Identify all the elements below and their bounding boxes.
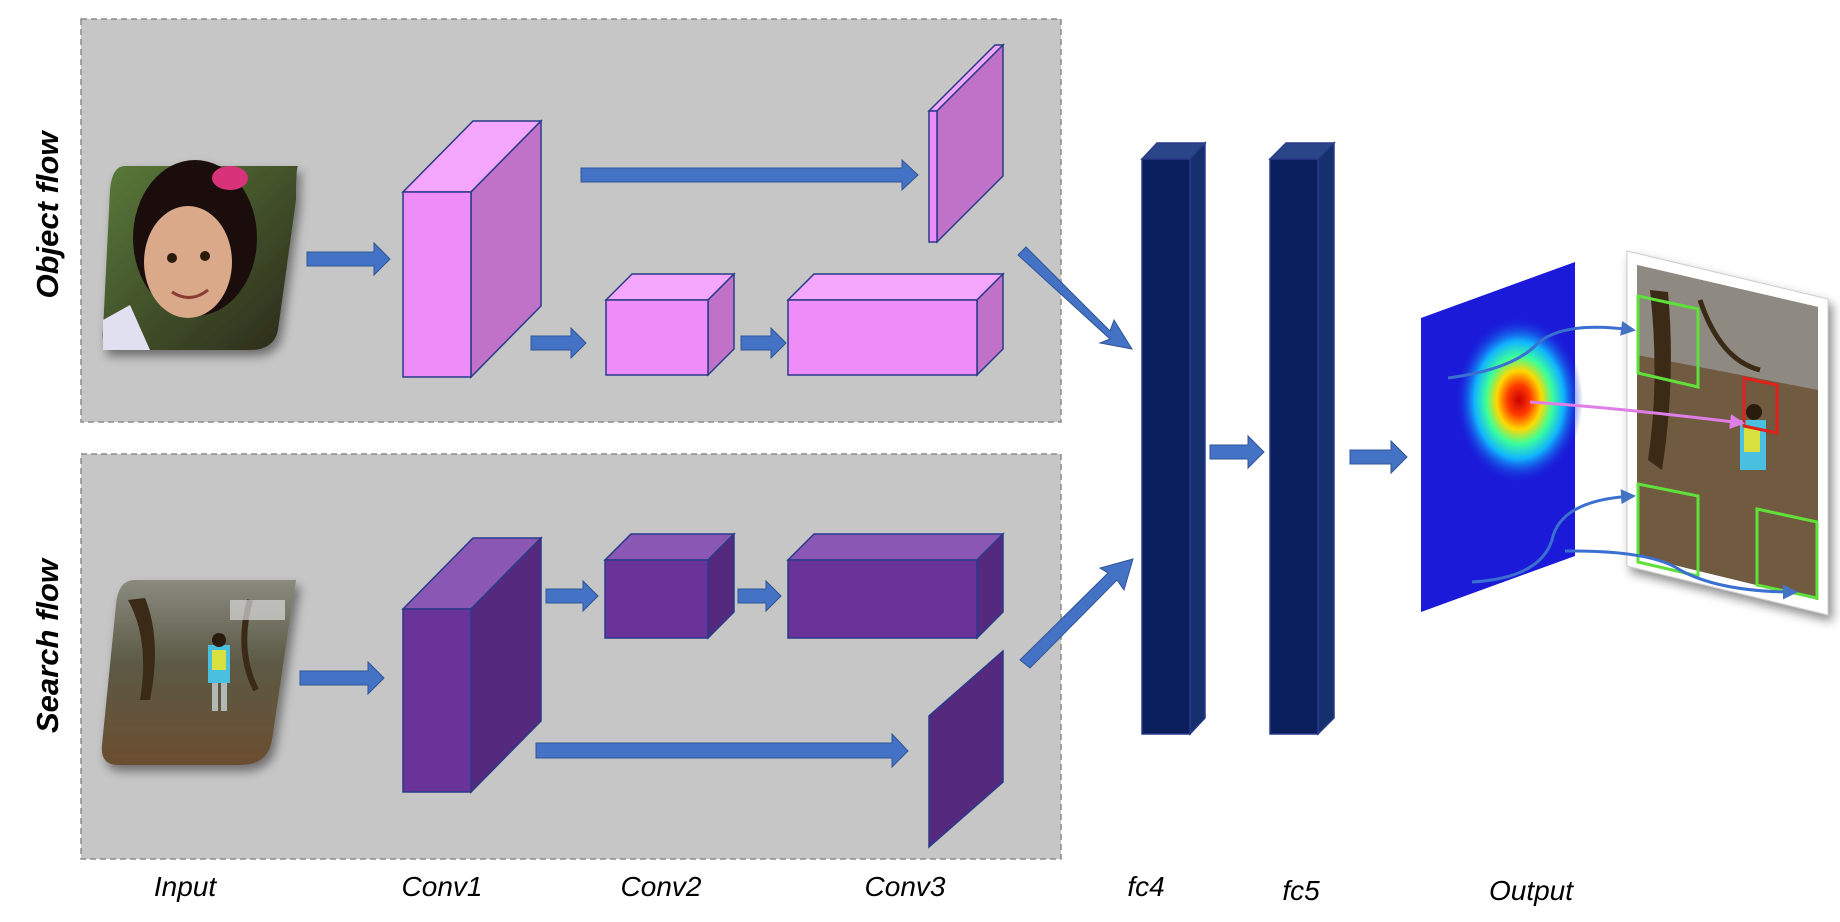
curve-arrow-bottom-left: [1471, 489, 1636, 584]
flow-arrows: [299, 158, 1408, 769]
object-skip-feature-block: [927, 43, 1005, 244]
search-conv1-block: [401, 536, 543, 794]
curve-arrow-bottom-right: [1564, 549, 1798, 600]
arrow-fc4-fc5: [1209, 434, 1265, 470]
search-skip-feature-block: [928, 649, 1004, 849]
arrow-search-fc4: [1019, 558, 1134, 669]
arrow-search-input: [299, 660, 385, 696]
arrow-search-conv1-conv2: [545, 579, 599, 613]
label-conv3: Conv3: [865, 871, 946, 902]
arrow-search-conv2-conv3: [737, 579, 782, 613]
arrow-object-fc4: [1017, 246, 1134, 350]
mapping-arrows: [1447, 320, 1798, 600]
curve-arrow-top: [1447, 320, 1636, 380]
candidate-box-bottom-left: [1636, 482, 1700, 578]
target-box: [1742, 376, 1779, 435]
arrow-fc5-output: [1349, 439, 1408, 475]
label-conv2: Conv2: [621, 871, 702, 902]
fc5-block: [1268, 141, 1336, 736]
arrow-search-skip: [535, 732, 909, 769]
label-conv1: Conv1: [402, 871, 483, 902]
candidate-box-top-left: [1636, 294, 1700, 389]
fc4-block: [1140, 141, 1207, 736]
search-input-image: [101, 580, 296, 765]
output-frame: [1626, 250, 1829, 616]
object-flow-label: Object flow: [30, 130, 65, 299]
object-input-image: [102, 160, 298, 350]
label-input: Input: [154, 871, 217, 902]
object-conv3-block: [786, 272, 1005, 377]
response-heatmap: [1421, 262, 1583, 612]
arrow-object-skip: [580, 158, 919, 192]
label-fc5: fc5: [1282, 875, 1320, 906]
candidate-box-bottom-right: [1755, 507, 1819, 600]
search-conv3-block: [786, 532, 1005, 640]
label-fc4: fc4: [1127, 871, 1164, 902]
label-output: Output: [1489, 875, 1574, 906]
search-conv2-block: [603, 532, 736, 640]
curve-arrow-target: [1529, 400, 1745, 429]
arrow-object-input: [306, 241, 391, 277]
object-conv1-block: [401, 119, 543, 379]
arrow-object-conv2-conv3: [740, 326, 787, 360]
object-conv2-block: [604, 272, 736, 377]
arrow-object-conv1-conv2: [530, 326, 587, 360]
search-flow-label: Search flow: [30, 557, 65, 733]
